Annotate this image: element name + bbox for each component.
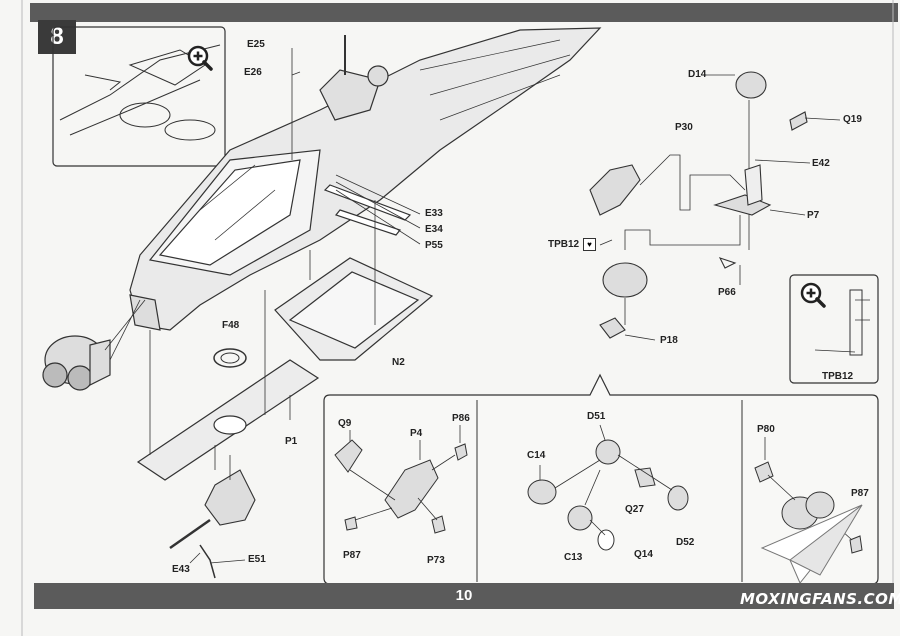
assembly-lines — [109, 48, 421, 564]
part-label-p87: P87 — [343, 550, 361, 561]
part-label-p66: P66 — [718, 287, 736, 298]
rotor-lines — [599, 74, 841, 341]
part-label-p4: P4 — [410, 428, 423, 439]
part-label-q9: Q9 — [338, 418, 352, 429]
magnifier-plus-icon — [800, 282, 826, 308]
part-label-n2: N2 — [392, 357, 405, 368]
part-label-tpb12-detail: TPB12 — [822, 371, 854, 382]
magnifier-plus-icon — [187, 45, 213, 71]
part-label-p87-right: P87 — [851, 488, 869, 499]
part-label-p30: P30 — [675, 122, 693, 133]
rotor-parts — [589, 71, 808, 339]
part-label-f48: F48 — [222, 320, 240, 331]
part-label-d14: D14 — [688, 69, 707, 80]
part-label-tpb12: TPB12 — [548, 239, 580, 250]
panel-p1 — [136, 359, 320, 481]
top-bar — [30, 3, 898, 22]
part-label-p86: P86 — [452, 413, 470, 424]
gun-assembly — [169, 455, 256, 579]
part-label-q19: Q19 — [843, 114, 862, 125]
part-label-p80: P80 — [757, 424, 775, 435]
washer-f48 — [213, 348, 247, 368]
tpb12-detail-box — [789, 274, 879, 384]
paper-plane-logo — [760, 504, 863, 584]
part-label-q14: Q14 — [634, 549, 653, 560]
part-label-p7: P7 — [807, 210, 820, 221]
part-label-c13: C13 — [564, 552, 583, 563]
nose-turret — [42, 299, 146, 391]
part-label-p55: P55 — [425, 240, 443, 251]
panel-n2 — [274, 257, 434, 361]
part-label-e42: E42 — [812, 158, 830, 169]
subassembly-q9-p4 — [334, 439, 468, 534]
heart-icon: ♥ — [583, 238, 596, 251]
part-label-e34: E34 — [425, 224, 443, 235]
part-label-p18: P18 — [660, 335, 678, 346]
part-label-p73: P73 — [427, 555, 445, 566]
subassembly-p80-p87 — [754, 461, 863, 554]
part-label-e51: E51 — [248, 554, 266, 565]
watermark-text: MOXINGFANS.COM — [740, 590, 900, 608]
part-label-e25: E25 — [247, 39, 265, 50]
detail-inset-top-left — [52, 26, 226, 167]
part-label-e43: E43 — [172, 564, 190, 575]
part-label-d52: D52 — [676, 537, 695, 548]
bottom-bar: 10 — [34, 583, 894, 609]
part-label-c14: C14 — [527, 450, 546, 461]
part-label-e33: E33 — [425, 208, 443, 219]
part-label-d51: D51 — [587, 411, 606, 422]
subassembly-c13-c14 — [527, 439, 689, 551]
part-label-q27: Q27 — [625, 504, 644, 515]
part-label-e26: E26 — [244, 67, 262, 78]
page-number: 10 — [455, 587, 473, 604]
part-label-p1: P1 — [285, 436, 298, 447]
